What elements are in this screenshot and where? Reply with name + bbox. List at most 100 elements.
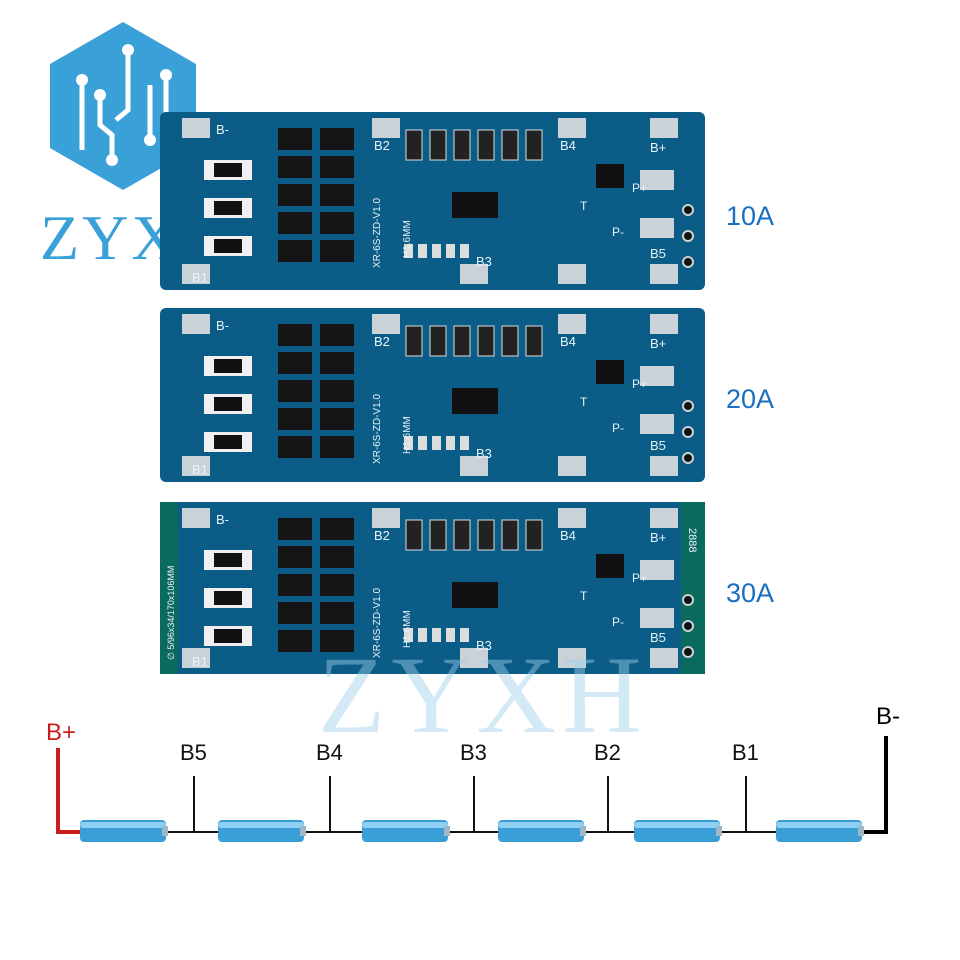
battery-cell	[776, 820, 864, 842]
smd-component	[404, 436, 413, 450]
mounting-hole	[682, 400, 694, 412]
silk-label-b1: B1	[192, 654, 208, 669]
cell-highlight	[776, 822, 862, 828]
cell-terminal	[162, 826, 168, 836]
balance-resistor	[525, 325, 543, 357]
cell-terminal	[300, 826, 306, 836]
mosfet	[278, 240, 312, 262]
resistor-body	[214, 163, 242, 177]
pcb-edge-left	[160, 502, 178, 674]
balance-resistor	[429, 129, 447, 161]
cell-highlight	[634, 822, 720, 828]
bplus-label: B+	[46, 719, 76, 746]
solder-pad	[650, 314, 678, 334]
tap-label-b3: B3	[460, 740, 487, 765]
silk-label-b4: B4	[560, 138, 576, 153]
smd-component	[460, 628, 469, 642]
brand-watermark: ZYXH	[318, 634, 648, 756]
cell-highlight	[218, 822, 304, 828]
mosfet	[278, 546, 312, 568]
cell-highlight	[498, 822, 584, 828]
balance-resistor	[525, 129, 543, 161]
silk-label-pminus: P-	[612, 225, 624, 239]
mounting-hole	[682, 256, 694, 268]
balance-resistor	[525, 519, 543, 551]
output-pad-pminus	[640, 218, 674, 238]
mosfet	[320, 156, 354, 178]
mounting-hole	[682, 204, 694, 216]
mosfet	[320, 212, 354, 234]
balance-resistor	[453, 325, 471, 357]
smd-component	[432, 244, 441, 258]
silk-label-b5: B5	[650, 438, 666, 453]
solder-pad	[182, 648, 210, 668]
resistor-body	[214, 359, 242, 373]
balance-resistor	[477, 325, 495, 357]
silk-label-pplus: P+	[632, 377, 647, 391]
silk-label-t: T	[580, 199, 588, 213]
solder-pad	[182, 314, 210, 334]
mosfet	[278, 408, 312, 430]
resistor-body	[214, 397, 242, 411]
mosfet	[278, 156, 312, 178]
smd-component	[446, 628, 455, 642]
solder-pad	[460, 264, 488, 284]
mosfet	[320, 436, 354, 458]
silk-label-b3: B3	[476, 446, 492, 461]
mosfet	[278, 380, 312, 402]
silk-label-pminus: P-	[612, 615, 624, 629]
silk-label-b5: B5	[650, 630, 666, 645]
solder-pad	[558, 118, 586, 138]
battery-cell	[634, 820, 722, 842]
mosfet	[320, 352, 354, 374]
silk-label-pplus: P+	[632, 571, 647, 585]
smd-component	[418, 244, 427, 258]
mosfet	[320, 574, 354, 596]
mosfet	[320, 602, 354, 624]
output-pad-pplus	[640, 560, 674, 580]
mounting-hole	[682, 230, 694, 242]
balance-resistor	[405, 325, 423, 357]
solder-pad	[650, 264, 678, 284]
solder-pad	[650, 508, 678, 528]
balance-resistor	[501, 129, 519, 161]
board-rating-10a: 10A	[726, 201, 775, 231]
solder-pad	[650, 648, 678, 668]
mounting-hole	[682, 594, 694, 606]
protection-ic	[452, 388, 498, 414]
cell-terminal	[858, 826, 864, 836]
solder-pad	[460, 456, 488, 476]
silk-label-dims: ∅ 5/96x34/170x106MM	[166, 566, 176, 660]
silk-label-bplus: B+	[650, 140, 666, 155]
mosfet	[278, 436, 312, 458]
balance-resistor	[501, 325, 519, 357]
balance-resistor	[453, 129, 471, 161]
protection-ic	[452, 582, 498, 608]
mounting-hole	[682, 426, 694, 438]
mosfet	[278, 352, 312, 374]
silk-label-bminus: B-	[216, 122, 229, 137]
smd-component	[418, 436, 427, 450]
solder-pad	[182, 118, 210, 138]
smd-component	[418, 628, 427, 642]
silk-label-thickness: H1.6MM	[402, 610, 413, 648]
solder-pad	[558, 314, 586, 334]
silk-label-b4: B4	[560, 528, 576, 543]
balance-resistor	[405, 129, 423, 161]
silk-label-bplus: B+	[650, 530, 666, 545]
silk-label-pminus: P-	[612, 421, 624, 435]
tap-label-b2: B2	[594, 740, 621, 765]
cell-highlight	[362, 822, 448, 828]
sense-mosfet	[596, 554, 624, 578]
mosfet	[278, 184, 312, 206]
mosfet	[278, 630, 312, 652]
mosfet	[278, 128, 312, 150]
board-rating-20a: 20A	[726, 384, 775, 414]
silk-label-thickness: H1.6MM	[402, 416, 413, 454]
balance-resistor	[453, 519, 471, 551]
silk-label-b3: B3	[476, 638, 492, 653]
sense-mosfet	[596, 164, 624, 188]
output-pad-pplus	[640, 366, 674, 386]
smd-component	[460, 436, 469, 450]
